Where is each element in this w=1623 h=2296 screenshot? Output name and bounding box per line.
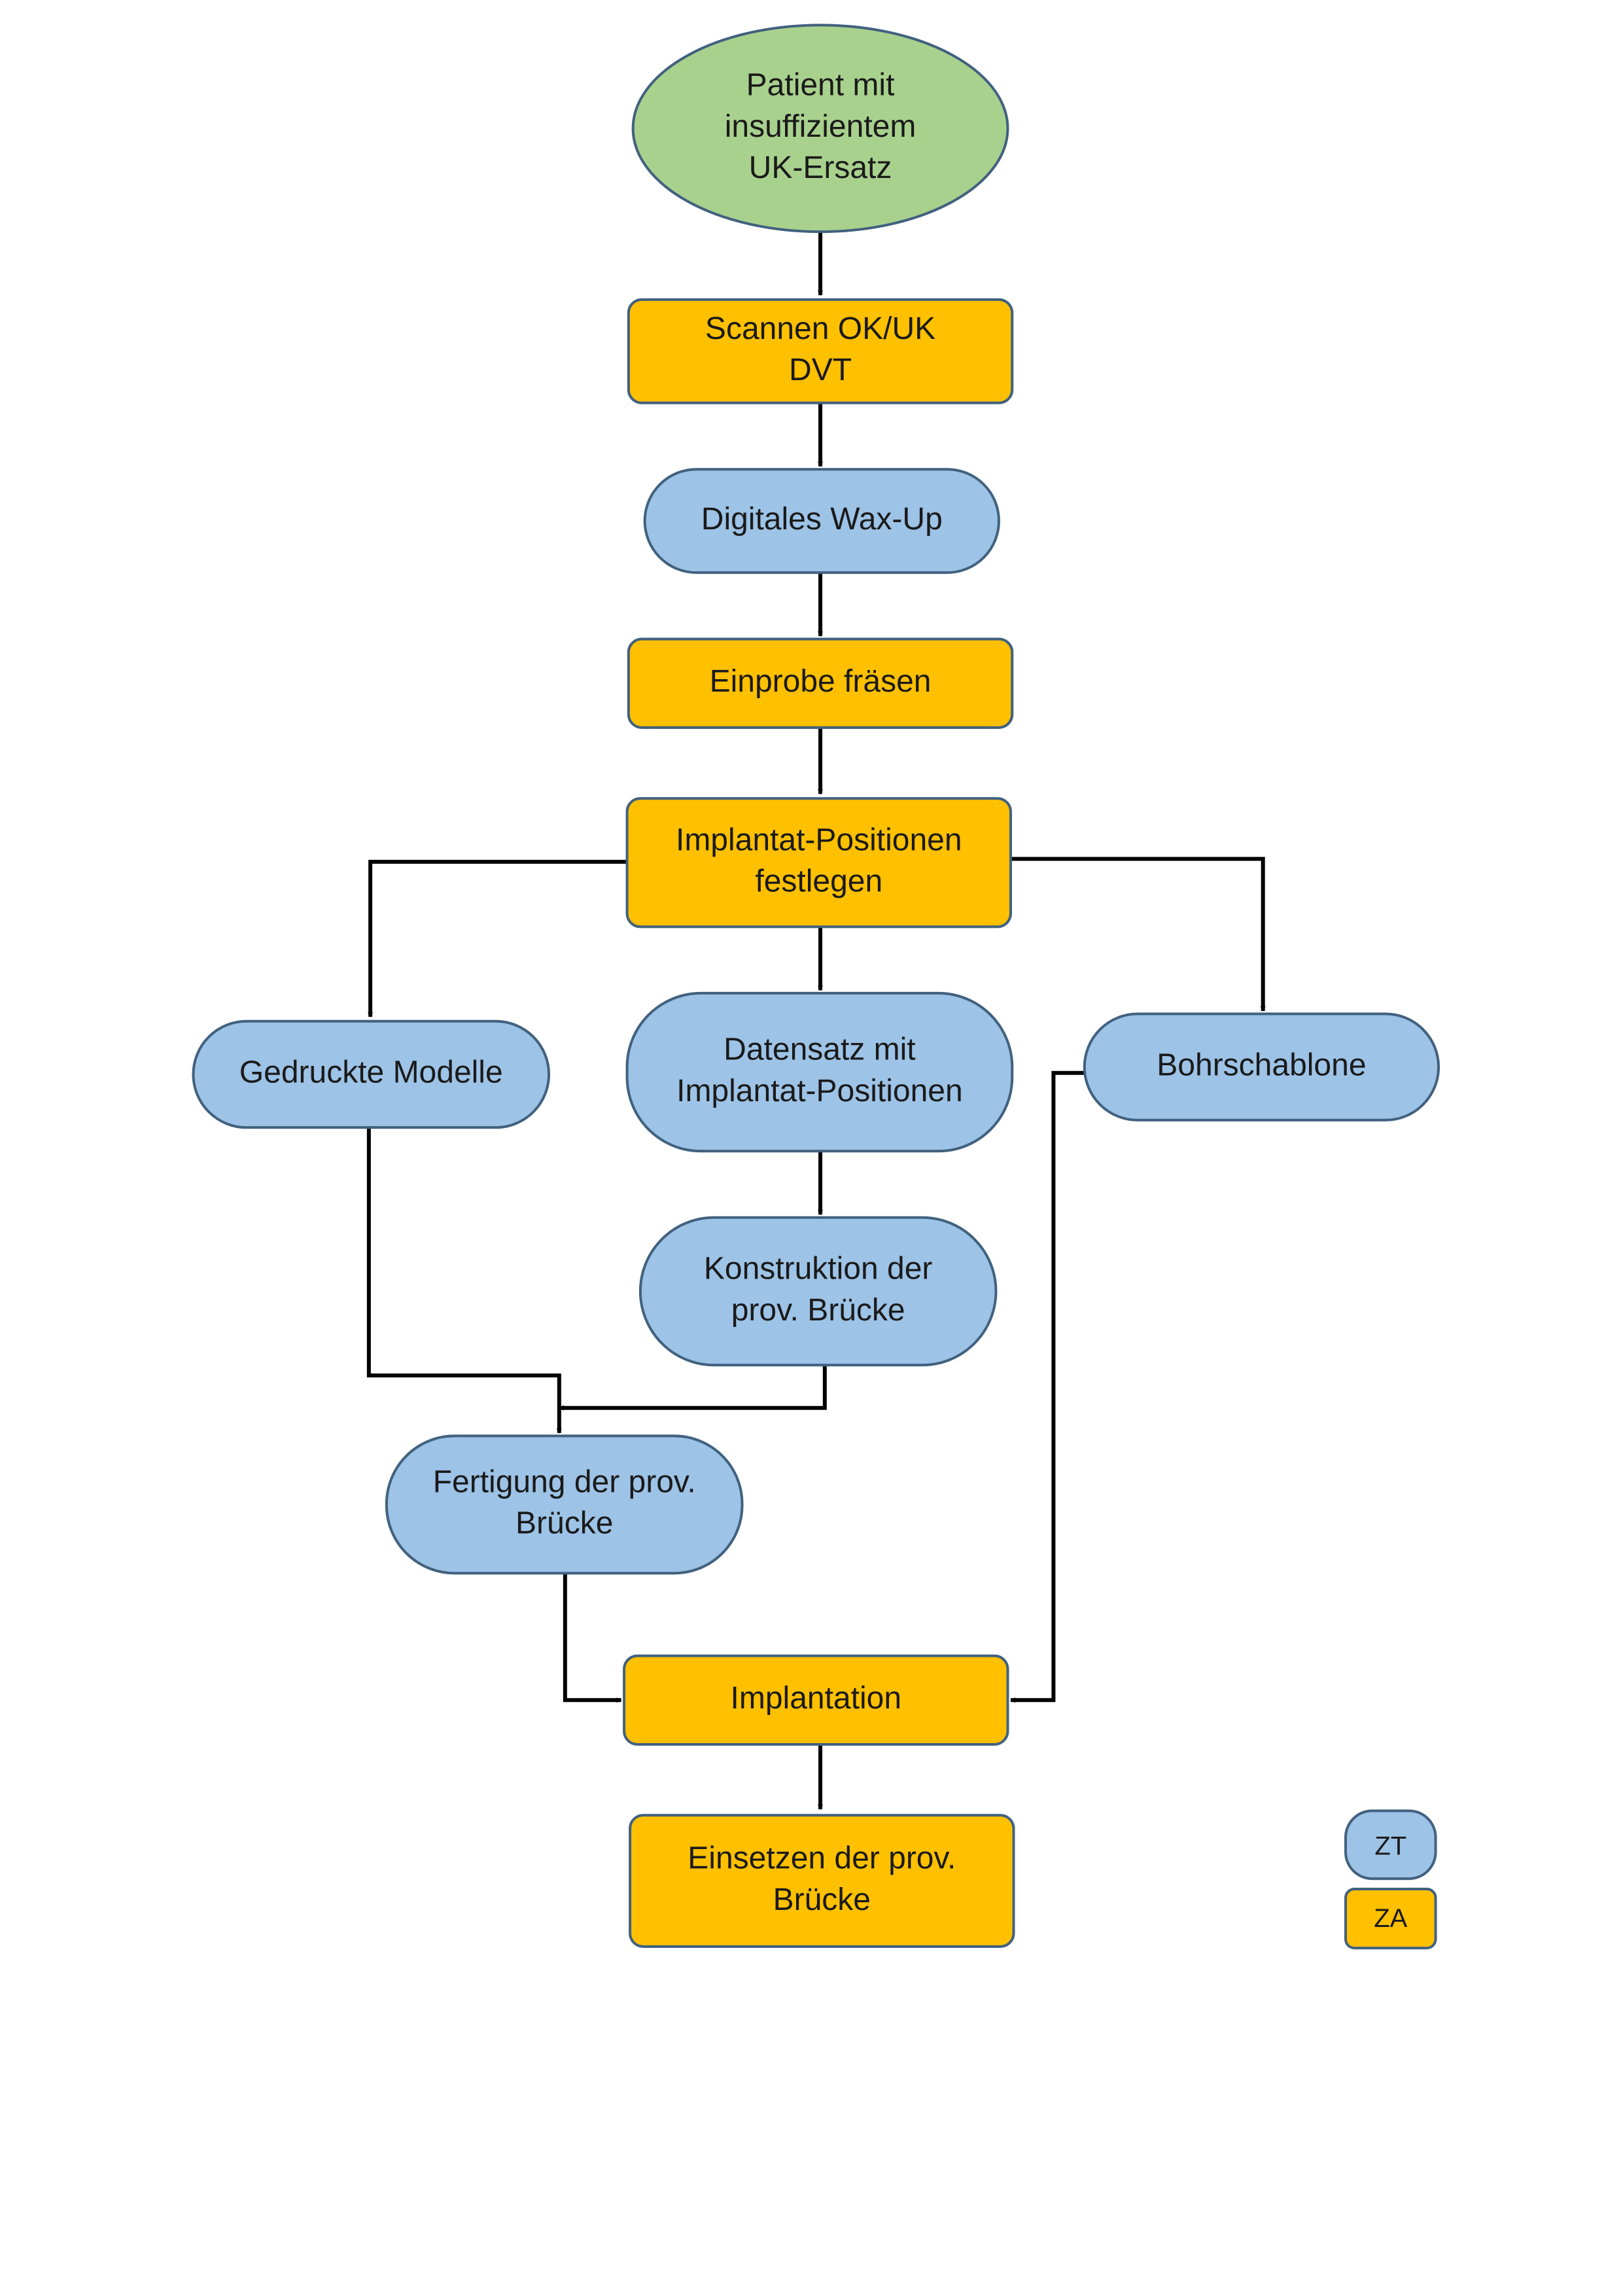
edge-modelle-to-fertigung: [366, 1127, 562, 1434]
edge-implpos-to-modelle: [368, 860, 627, 1018]
node-einsetzen: Einsetzen der prov. Brücke: [629, 1814, 1015, 1948]
edge-bohr-to-implantation: [1009, 1070, 1085, 1703]
node-label-line: Brücke: [773, 1882, 871, 1917]
node-label-line: Patient mit: [746, 68, 895, 103]
node-fertigung: Fertigung der prov. Brücke: [385, 1434, 744, 1575]
node-shape-waxup: [643, 468, 1000, 574]
node-label-implantation: Implantation: [731, 1681, 902, 1716]
legend-swatch: [1344, 1809, 1437, 1881]
node-bohr: Bohrschablone: [1083, 1012, 1440, 1122]
node-label-line: festlegen: [755, 864, 882, 899]
edge-implpos-to-bohr: [1010, 857, 1266, 1012]
node-einprobe: Einprobe fräsen: [627, 637, 1014, 729]
node-label-line: insuffizientem: [725, 109, 916, 144]
node-label-line: Datensatz mit: [724, 1033, 915, 1067]
legend-label: ZT: [1374, 1831, 1406, 1860]
node-shape-bohr: [1083, 1012, 1440, 1122]
node-shape-fertigung: [385, 1434, 744, 1575]
legend-item-zt: ZT: [1344, 1809, 1437, 1881]
node-label-line: Gedruckte Modelle: [239, 1055, 503, 1090]
node-label-waxup: Digitales Wax-Up: [701, 502, 943, 537]
edge-fertigung-to-implantation: [563, 1573, 622, 1703]
node-label-line: Implantat-Positionen: [676, 822, 962, 857]
node-label-line: Konstruktion der: [704, 1252, 933, 1286]
node-shape-implpos: [625, 797, 1012, 928]
node-label-line: Bohrschablone: [1157, 1048, 1366, 1082]
node-implantation: Implantation: [623, 1654, 1009, 1746]
legend-label: ZA: [1374, 1904, 1407, 1933]
node-shape-modelle: [192, 1019, 551, 1129]
node-label-bohr: Bohrschablone: [1157, 1048, 1366, 1082]
node-label-line: Einprobe fräsen: [710, 664, 932, 699]
node-implpos: Implantat-Positionen festlegen: [625, 797, 1012, 928]
node-label-line: Fertigung der prov.: [433, 1465, 696, 1500]
node-label-einsetzen: Einsetzen der prov. Brücke: [688, 1841, 956, 1917]
node-modelle: Gedruckte Modelle: [192, 1019, 551, 1129]
node-shape-einprobe: [627, 637, 1014, 729]
node-label-line: prov. Brücke: [731, 1293, 905, 1328]
node-scan: Scannen OK/UK DVT: [627, 298, 1014, 404]
node-label-line: DVT: [789, 353, 852, 387]
node-label-line: Implantat-Positionen: [676, 1074, 963, 1108]
edges: [366, 232, 1266, 1810]
node-shape-konstruktion: [638, 1216, 998, 1367]
node-label-line: Scannen OK/UK: [705, 311, 935, 346]
node-shape-scan: [627, 298, 1014, 404]
node-shape-datensatz: [625, 991, 1014, 1153]
node-waxup: Digitales Wax-Up: [643, 468, 1000, 574]
legend-swatch: [1344, 1887, 1437, 1950]
node-label-implpos: Implantat-Positionen festlegen: [676, 822, 962, 898]
node-konstruktion: Konstruktion der prov. Brücke: [638, 1216, 998, 1367]
node-label-line: UK-Ersatz: [749, 150, 892, 185]
legend: ZT ZA: [1344, 1809, 1437, 1950]
node-label-einprobe: Einprobe fräsen: [710, 664, 932, 699]
node-shape-implantation: [623, 1654, 1009, 1746]
node-shape-einsetzen: [629, 1814, 1015, 1948]
legend-item-za: ZA: [1344, 1887, 1437, 1950]
node-label-line: Digitales Wax-Up: [701, 502, 943, 537]
node-label-konstruktion: Konstruktion der prov. Brücke: [704, 1252, 933, 1328]
node-label-fertigung: Fertigung der prov. Brücke: [433, 1465, 696, 1541]
edge-konstruktion-to-fertigung: [558, 1365, 827, 1411]
node-shape-start: [631, 24, 1009, 234]
node-label-line: Einsetzen der prov.: [688, 1841, 956, 1876]
node-label-modelle: Gedruckte Modelle: [239, 1055, 503, 1090]
node-label-line: Implantation: [731, 1681, 902, 1716]
node-label-scan: Scannen OK/UK DVT: [705, 311, 935, 387]
node-label-line: Brücke: [515, 1506, 613, 1541]
